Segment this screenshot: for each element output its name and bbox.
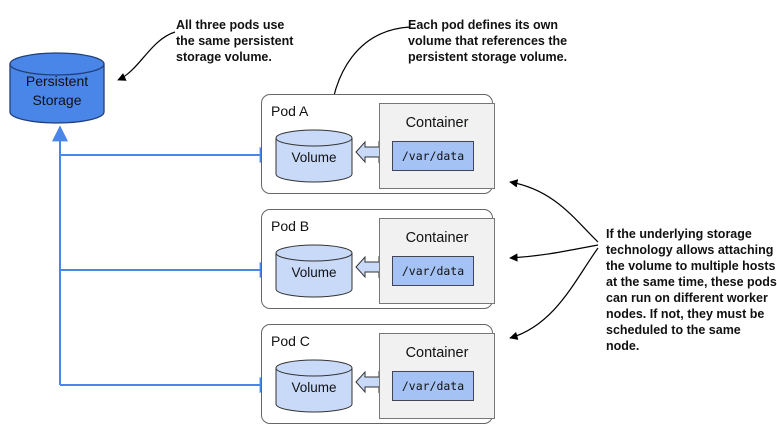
storage-connector-lines bbox=[52, 125, 276, 393]
annotation-line: If the underlying storage bbox=[606, 227, 752, 241]
annotation-shared-storage: All three pods use the same persistent s… bbox=[176, 17, 293, 65]
arrow-to-pod-a bbox=[509, 179, 599, 243]
annotation-arrows bbox=[117, 26, 599, 340]
arrow-to-storage bbox=[117, 31, 176, 81]
volume-label: Volume bbox=[291, 265, 337, 280]
container: Container /var/data bbox=[379, 218, 495, 304]
pod-a: Pod A Volume Container /var/data bbox=[261, 94, 495, 194]
pod-title: Pod A bbox=[271, 103, 309, 119]
storage-label-line1: Persistent bbox=[25, 73, 89, 89]
container: Container /var/data bbox=[379, 103, 495, 189]
arrow-to-pod-b bbox=[509, 244, 599, 262]
volume-cylinder bbox=[275, 244, 353, 298]
annotation-line: can run on different worker bbox=[606, 291, 768, 305]
mount-path: /var/data bbox=[392, 141, 474, 171]
annotation-line: the volume to multiple hosts bbox=[606, 259, 776, 273]
pod-b: Pod B Volume Container /var/data bbox=[261, 209, 495, 309]
annotation-line: technology allows attaching bbox=[606, 243, 774, 257]
annotation-pod-volume: Each pod defines its own volume that ref… bbox=[408, 17, 567, 65]
annotation-line: Each pod defines its own bbox=[408, 18, 559, 32]
mount-path: /var/data bbox=[392, 256, 474, 286]
container-label: Container bbox=[405, 230, 469, 246]
annotation-line: scheduled to the same node. bbox=[606, 323, 741, 353]
persistent-storage-cylinder bbox=[9, 52, 105, 124]
container: Container /var/data bbox=[379, 333, 495, 419]
pod-title: Pod C bbox=[271, 333, 310, 349]
arrow-to-pod-c bbox=[509, 247, 599, 340]
container-label: Container bbox=[405, 115, 469, 131]
volume-label: Volume bbox=[291, 150, 337, 165]
annotation-line: persistent storage volume. bbox=[408, 50, 568, 64]
annotation-line: volume that references the bbox=[408, 34, 568, 48]
storage-label-line2: Storage bbox=[32, 92, 82, 108]
annotation-scheduling: If the underlying storage technology all… bbox=[606, 226, 777, 354]
annotation-line: All three pods use bbox=[176, 18, 285, 32]
mount-path: /var/data bbox=[392, 371, 474, 401]
annotation-line: the same persistent bbox=[176, 34, 294, 48]
pod-title: Pod B bbox=[271, 218, 310, 234]
annotation-line: storage volume. bbox=[176, 50, 272, 64]
volume-cylinder bbox=[275, 359, 353, 413]
annotation-line: nodes. If not, they must be bbox=[606, 307, 765, 321]
annotation-line: at the same time, these pods bbox=[606, 275, 777, 289]
pod-c: Pod C Volume Container /var/data bbox=[261, 324, 495, 424]
persistent-storage-label: Persistent Storage bbox=[12, 72, 102, 110]
container-label: Container bbox=[405, 345, 469, 361]
volume-label: Volume bbox=[291, 380, 337, 395]
volume-cylinder bbox=[275, 129, 353, 183]
